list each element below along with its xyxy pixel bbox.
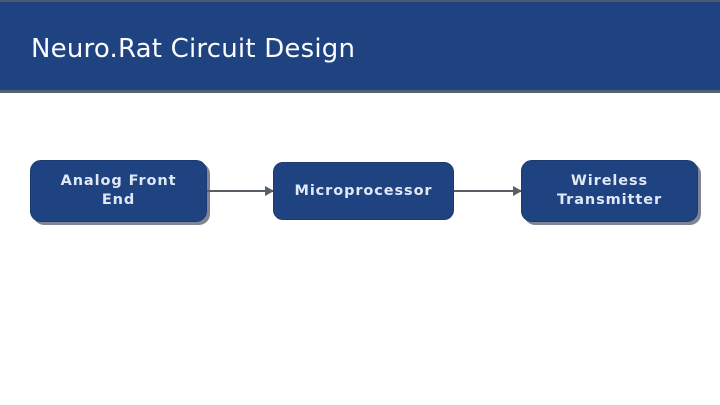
connector-afe-to-microprocessor bbox=[207, 186, 274, 196]
connector-microprocessor-to-wireless-transmitter bbox=[454, 186, 522, 196]
title-banner: Neuro.Rat Circuit Design bbox=[0, 0, 720, 93]
page-title: Neuro.Rat Circuit Design bbox=[31, 34, 356, 64]
diagram-node-analog-front-end[interactable]: Analog Front End bbox=[30, 160, 207, 222]
arrow-right-icon bbox=[513, 186, 522, 196]
diagram-node-label: Analog Front End bbox=[60, 173, 177, 208]
diagram-node-microprocessor[interactable]: Microprocessor bbox=[273, 162, 454, 220]
circuit-block-diagram: Analog Front End Microprocessor Wireless… bbox=[0, 93, 720, 405]
arrow-right-icon bbox=[265, 186, 274, 196]
diagram-node-label: Microprocessor bbox=[294, 182, 433, 199]
diagram-node-label: Wireless Transmitter bbox=[556, 173, 662, 208]
diagram-node-wireless-transmitter[interactable]: Wireless Transmitter bbox=[521, 160, 698, 222]
